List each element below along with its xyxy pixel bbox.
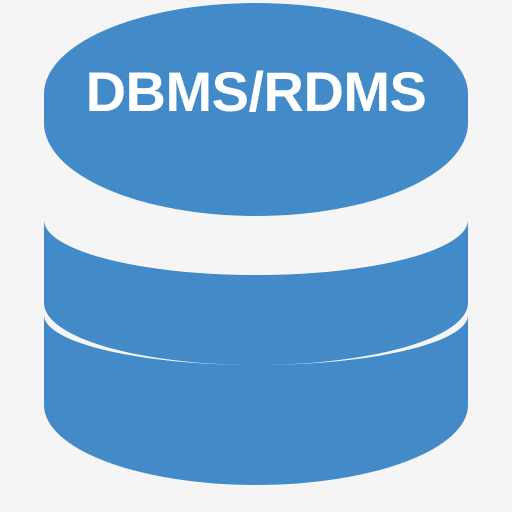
database-top-cap bbox=[44, 3, 468, 185]
database-middle-disk bbox=[44, 220, 468, 365]
database-label: DBMS/RDMS bbox=[85, 60, 427, 123]
database-bottom-disk bbox=[44, 315, 468, 485]
